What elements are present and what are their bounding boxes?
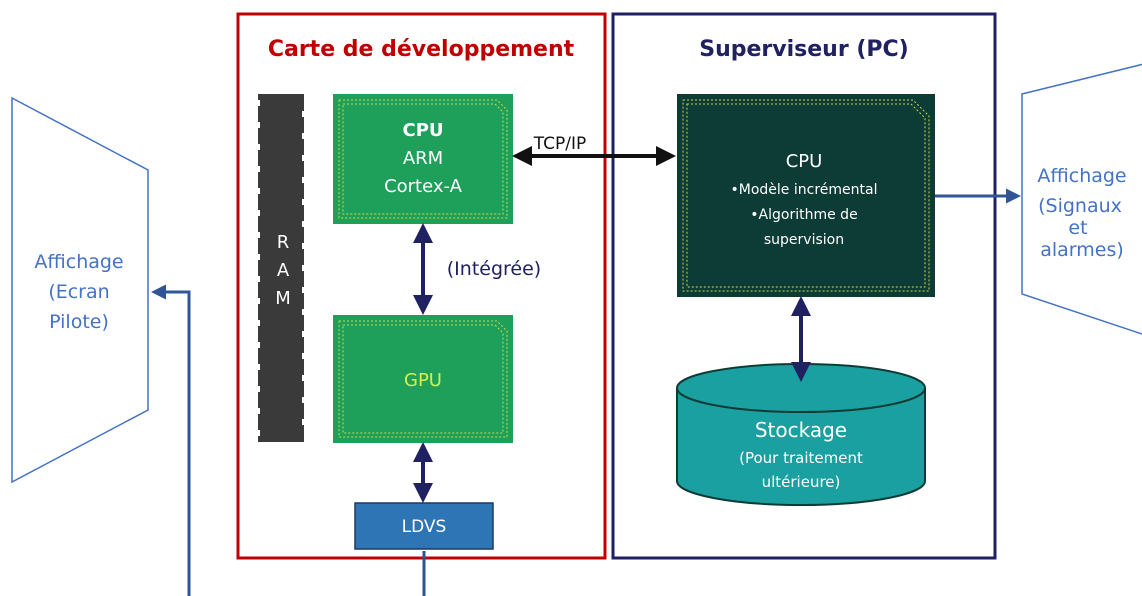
right-display: Affichage (Signaux et alarmes) xyxy=(1021,63,1142,335)
integrated-label: (Intégrée) xyxy=(447,258,541,280)
ram-module: R A M xyxy=(256,94,306,442)
ram-letter-a: A xyxy=(277,260,290,281)
left-display-line3: Pilote) xyxy=(49,311,109,333)
cpu-arm-line1: CPU xyxy=(402,120,443,141)
ldvs-label: LDVS xyxy=(402,517,447,537)
dev-board-title: Carte de développement xyxy=(268,37,575,62)
left-display-input-line xyxy=(151,284,191,596)
storage-cylinder: Stockage (Pour traitement ultérieure) xyxy=(676,363,926,506)
dev-board-container: Carte de développement xyxy=(236,12,607,560)
right-display-line1: Affichage xyxy=(1037,165,1126,187)
right-display-line2: (Signaux xyxy=(1038,195,1122,217)
cpu-arm-line3: Cortex-A xyxy=(384,176,463,197)
cpu-arm-line2: ARM xyxy=(403,148,443,169)
cpu-pc-line4: supervision xyxy=(764,232,844,248)
storage-line3: ultérieure) xyxy=(762,473,841,491)
cpu-pc-line3: •Algorithme de xyxy=(750,207,857,223)
ram-letter-r: R xyxy=(277,232,290,253)
tcpip-label: TCP/IP xyxy=(533,134,587,154)
cpu-pc-line2: •Modèle incrémental xyxy=(731,182,878,198)
ldvs-block: LDVS xyxy=(354,502,494,550)
cpu-arm-chip: CPU ARM Cortex-A xyxy=(333,94,513,224)
left-display-line1: Affichage xyxy=(34,251,123,273)
cpu-pc-chip: CPU •Modèle incrémental •Algorithme de s… xyxy=(677,94,935,297)
cpu-pc-line1: CPU xyxy=(786,151,823,172)
left-display: Affichage (Ecran Pilote) xyxy=(11,96,149,484)
storage-line2: (Pour traitement xyxy=(739,449,863,467)
supervisor-title: Superviseur (PC) xyxy=(699,37,908,62)
gpu-label: GPU xyxy=(404,370,442,391)
right-display-line4: alarmes) xyxy=(1040,239,1124,261)
supervisor-container: Superviseur (PC) xyxy=(611,12,997,560)
gpu-chip: GPU xyxy=(333,315,513,443)
left-display-line2: (Ecran xyxy=(48,281,109,303)
storage-line1: Stockage xyxy=(755,418,847,442)
right-display-line3: et xyxy=(1068,217,1087,239)
ram-letter-m: M xyxy=(275,288,291,309)
